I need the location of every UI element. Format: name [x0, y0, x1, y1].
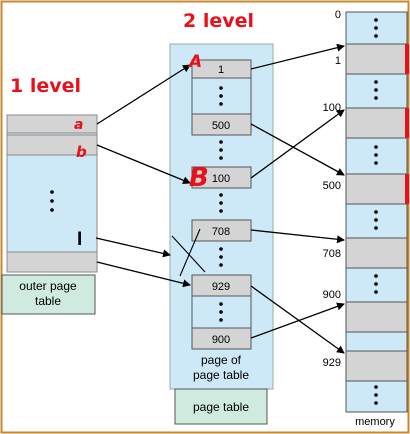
- cross-mark: [171, 228, 206, 277]
- memory-frame: [345, 43, 408, 75]
- arrow-cursor: [95, 237, 171, 258]
- annotation-1-level: 1 level: [10, 75, 81, 97]
- memory-label: memory: [355, 416, 395, 428]
- arrow-1-to-mem: [250, 43, 345, 70]
- ellipsis-icon: [219, 86, 223, 322]
- outer-page-table: outer page table: [1, 114, 98, 315]
- arrows: [95, 43, 345, 354]
- entry-value: 1: [218, 64, 224, 76]
- page-table-label-box: [174, 388, 268, 425]
- page-of-page-table: 1 500 100 708 929 900 page of page table…: [169, 43, 274, 425]
- page-table-label: page table: [193, 400, 249, 414]
- annotation-a-inner: A: [187, 52, 202, 72]
- memory-address: 0: [335, 9, 341, 21]
- memory-frame: [345, 350, 408, 382]
- outer-table-entry: [6, 251, 98, 273]
- arrow-900-to-mem: [250, 302, 345, 339]
- arrow-outer-to-1: [96, 64, 191, 125]
- arrow-929-to-mem: [250, 285, 345, 354]
- memory-frame: [345, 107, 408, 139]
- memory-frame: [345, 301, 408, 333]
- memory: 0 1 100 500 708 900 929 memory: [323, 9, 409, 428]
- page-of-page-table-label-line1: page of: [201, 353, 242, 367]
- memory-address: 100: [323, 102, 341, 114]
- entry-value: 500: [212, 120, 230, 132]
- ellipsis-icon: [374, 18, 378, 405]
- outer-table-label-line2: table: [35, 294, 61, 308]
- entry-value: 929: [212, 281, 230, 293]
- memory-frame: [345, 173, 408, 205]
- text-cursor-icon: I: [77, 229, 82, 250]
- outer-table-label-line1: outer page: [19, 279, 77, 293]
- arrow-708-to-mem: [250, 229, 345, 244]
- entry-value: 900: [212, 334, 230, 346]
- red-edge-mark: [405, 44, 409, 74]
- memory-address: 900: [323, 289, 341, 301]
- outer-table-label-box: [1, 274, 96, 315]
- entry-value: 100: [212, 173, 230, 185]
- memory-address: 1: [335, 55, 341, 67]
- ellipsis-icon: [50, 190, 54, 212]
- arrow-500-to-mem: [250, 123, 345, 176]
- entry-value: 708: [212, 226, 230, 238]
- annotation-b-outer: b: [76, 143, 87, 161]
- annotation-2-level: 2 level: [183, 10, 254, 32]
- memory-frame: [345, 237, 408, 269]
- red-edge-mark: [405, 108, 409, 138]
- arrow-100-to-mem: [250, 109, 345, 179]
- red-edge-mark: [405, 174, 409, 204]
- memory-address: 500: [323, 180, 341, 192]
- arrow-outer-to-100: [96, 144, 191, 185]
- memory-address: 929: [323, 357, 341, 369]
- entry-box: [191, 327, 252, 350]
- arrow-outer-to-929: [96, 261, 191, 288]
- annotation-b-inner: B: [189, 163, 209, 193]
- outer-table-entry: [6, 114, 98, 134]
- memory-address: 708: [323, 248, 341, 260]
- annotation-a-outer: a: [74, 117, 83, 133]
- page-of-page-table-label-line2: page table: [193, 368, 249, 382]
